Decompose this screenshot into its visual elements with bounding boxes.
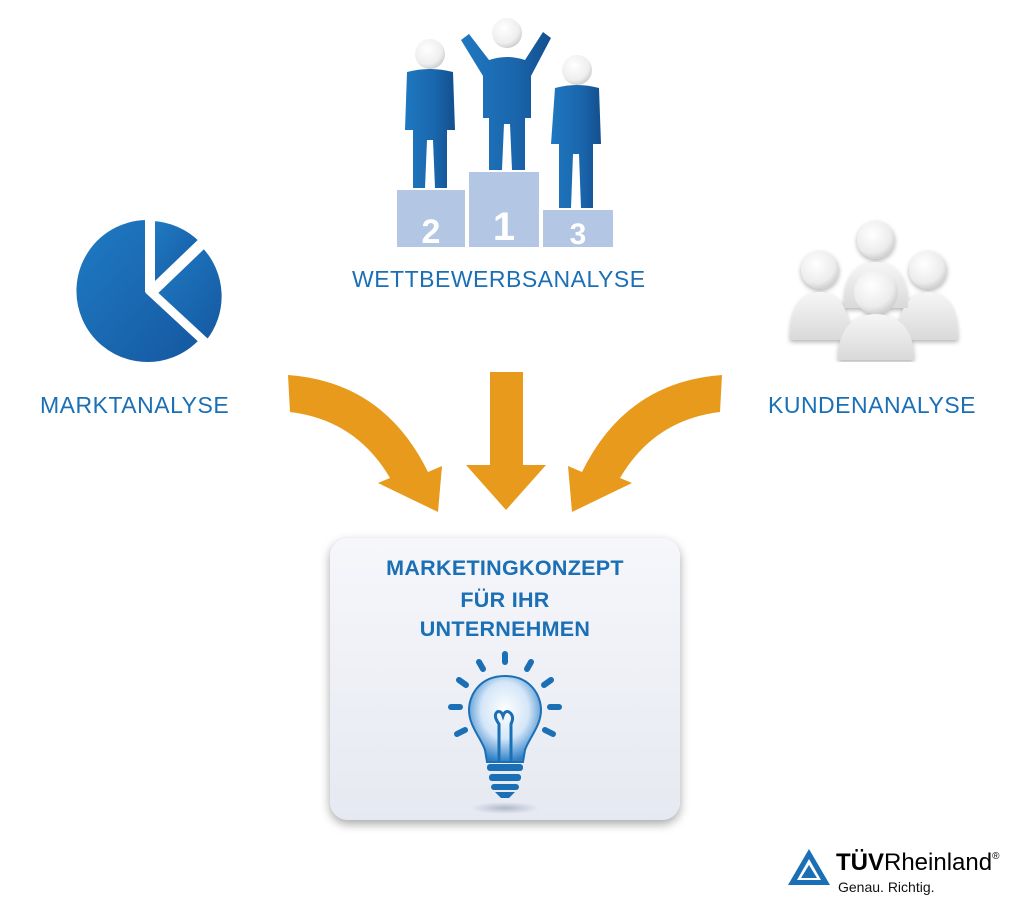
podium-rank-3: 3 — [570, 218, 587, 251]
people-group-icon — [790, 221, 958, 360]
tuv-slogan: Genau. Richtig. — [838, 879, 935, 895]
person-second-place — [405, 39, 455, 188]
lightbulb-icon — [448, 651, 562, 814]
concept-title-line-1: MARKETINGKONZEPT — [386, 556, 624, 580]
podium-rank-2: 2 — [422, 213, 441, 251]
tuv-brand-name: TÜVRheinland® — [836, 849, 1000, 876]
person-third-place — [551, 55, 601, 208]
arrow-down — [466, 372, 546, 510]
label-wettbewerbsanalyse: WETTBEWERBSANALYSE — [352, 266, 646, 292]
marketing-concept-box: MARKETINGKONZEPT FÜR IHR UNTERNEHMEN — [330, 538, 680, 820]
label-marktanalyse: MARKTANALYSE — [40, 392, 230, 418]
concept-title-line-3: UNTERNEHMEN — [419, 617, 591, 641]
person-first-place — [461, 18, 551, 170]
label-kundenanalyse: KUNDENANALYSE — [768, 392, 977, 418]
concept-title-line-2: FÜR IHR — [460, 588, 550, 612]
podium-icon: 2 1 3 — [397, 18, 613, 251]
podium-rank-1: 1 — [493, 205, 515, 249]
tuv-triangle-icon — [788, 849, 830, 885]
pie-chart-icon — [70, 213, 228, 368]
arrow-right-curved — [568, 375, 722, 512]
arrow-left-curved — [288, 375, 442, 512]
tuv-rheinland-logo: TÜVRheinland® Genau. Richtig. — [786, 845, 1006, 905]
